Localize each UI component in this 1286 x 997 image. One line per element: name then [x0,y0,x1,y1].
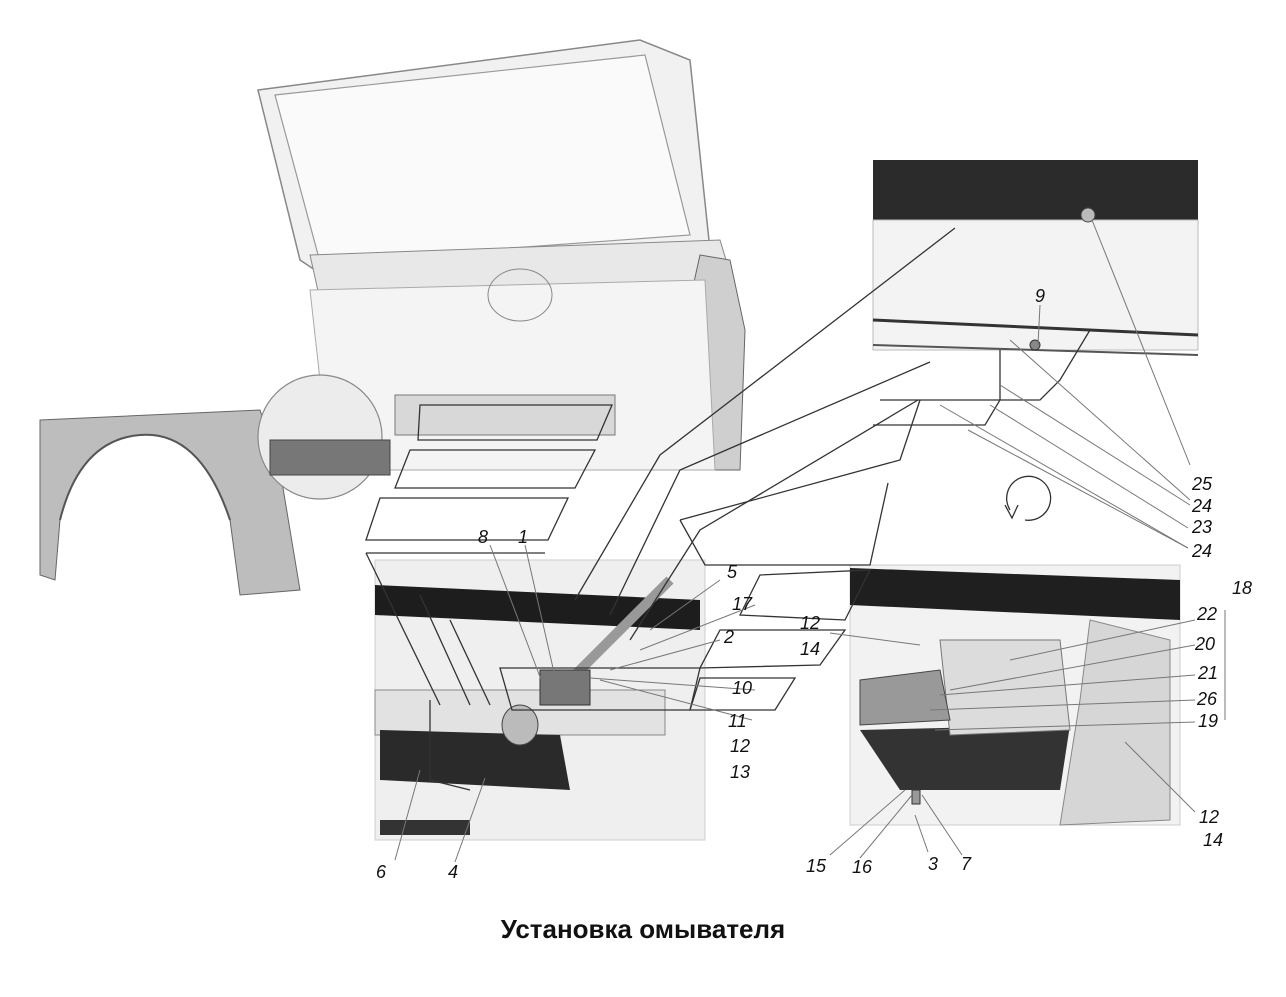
callout-24-b: 24 [1191,541,1212,561]
leader-lines [394,219,1226,863]
callout-8: 8 [478,527,488,547]
callout-21: 21 [1197,663,1218,683]
callout-24-a: 24 [1191,496,1212,516]
callout-4: 4 [448,862,458,882]
callout-12-b: 12 [800,613,820,633]
diagram-title: Установка омывателя [500,914,786,944]
inset-bottom-right [849,564,1181,826]
callout-1: 1 [518,527,528,547]
callout-10: 10 [732,678,752,698]
projection-lines [365,227,956,711]
callout-25: 25 [1191,474,1213,494]
callout-9: 9 [1035,286,1045,306]
callout-15: 15 [806,856,827,876]
callout-3: 3 [928,854,938,874]
callout-22: 22 [1196,604,1217,624]
callout-labels: 1 2 3 4 5 6 7 8 9 10 11 12 12 12 12 13 1… [376,286,1252,882]
callout-7: 7 [961,854,972,874]
inset-top-right [872,160,1199,521]
callout-17: 17 [732,594,753,614]
callout-6: 6 [376,862,387,882]
callout-13: 13 [730,762,750,782]
callout-14-b: 14 [1203,830,1223,850]
callout-14-a: 14 [800,639,820,659]
callout-20: 20 [1194,634,1215,654]
callout-19: 19 [1198,711,1218,731]
callout-12-c: 12 [1199,807,1219,827]
inset-bottom-center [374,559,706,841]
callout-11: 11 [728,711,747,731]
cab-illustration [39,39,746,596]
callout-23: 23 [1191,517,1212,537]
callout-2: 2 [723,627,734,647]
callout-16: 16 [852,857,873,877]
callout-5: 5 [727,562,738,582]
callout-18: 18 [1232,578,1252,598]
callout-12-a: 12 [730,736,750,756]
callout-26: 26 [1196,689,1218,709]
